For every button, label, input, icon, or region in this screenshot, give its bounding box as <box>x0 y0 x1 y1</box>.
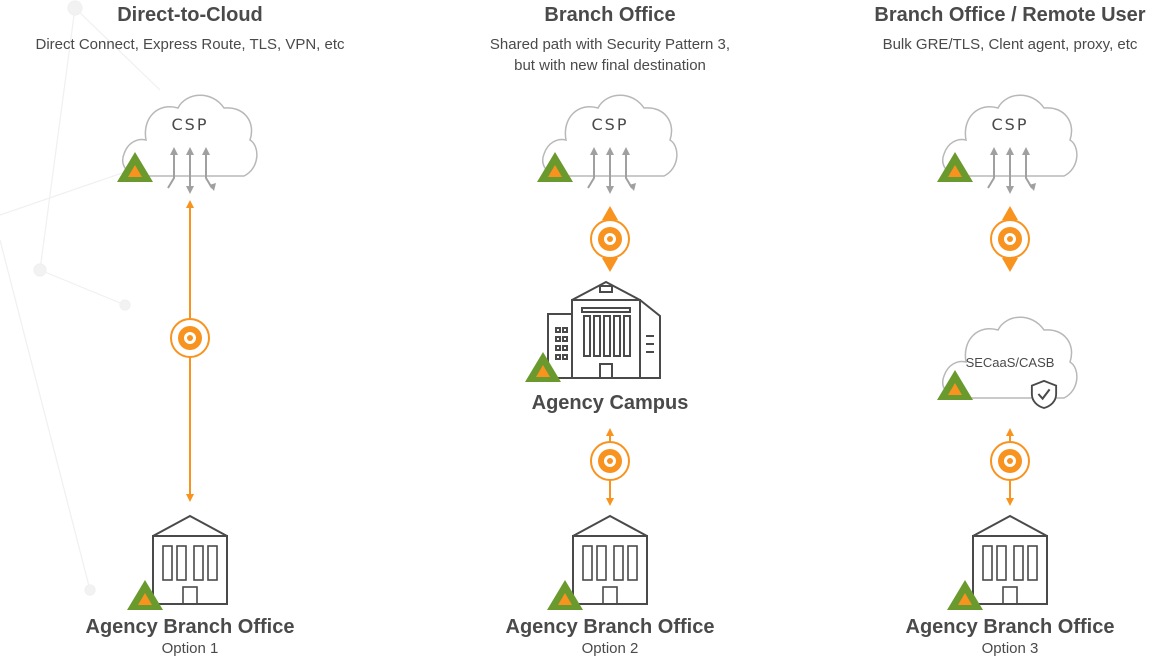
green-warning-marker-icon <box>937 152 973 182</box>
encryption-node-icon <box>590 206 630 272</box>
green-warning-marker-icon <box>525 352 561 382</box>
green-warning-marker-icon <box>937 370 973 400</box>
column-title: Branch Office / Remote User <box>874 4 1146 26</box>
column-subtitle: but with new final destination <box>514 57 706 74</box>
traffic-arrows-icon <box>587 147 636 194</box>
csp-cloud-icon: CSP <box>942 94 1078 194</box>
column-remote-user: CSP SECaaS/CASB <box>937 94 1078 610</box>
encryption-node-icon <box>590 441 630 481</box>
green-warning-marker-icon <box>947 580 983 610</box>
agency-campus-building-icon <box>547 280 661 379</box>
branch-office-building-icon <box>152 515 228 605</box>
agency-campus-label: Agency Campus <box>531 392 689 414</box>
encryption-node-icon <box>990 441 1030 481</box>
cloud-label: CSP <box>592 115 629 134</box>
column-branch-office: CSP <box>525 94 678 610</box>
traffic-arrows-icon <box>987 147 1036 194</box>
security-cloud-icon: SECaaS/CASB <box>942 316 1078 399</box>
column-direct-to-cloud: CSP <box>117 94 258 610</box>
security-cloud-label: SECaaS/CASB <box>966 355 1055 370</box>
green-warning-marker-icon <box>117 152 153 182</box>
cloud-label: CSP <box>992 115 1029 134</box>
encryption-node-icon <box>170 318 210 358</box>
column-subtitle: Bulk GRE/TLS, Clent agent, proxy, etc <box>882 36 1138 53</box>
background-network-decoration <box>0 0 161 596</box>
branch-option-label: Option 1 <box>161 640 219 657</box>
branch-office-building-icon <box>572 515 648 605</box>
cloud-label: CSP <box>172 115 209 134</box>
shield-check-icon <box>1030 379 1058 410</box>
branch-office-label: Agency Branch Office <box>505 616 715 638</box>
column-subtitle: Direct Connect, Express Route, TLS, VPN,… <box>35 36 345 53</box>
csp-cloud-icon: CSP <box>542 94 678 194</box>
column-title: Direct-to-Cloud <box>117 4 263 26</box>
branch-option-label: Option 3 <box>981 640 1039 657</box>
traffic-arrows-icon <box>167 147 216 194</box>
csp-cloud-icon: CSP <box>122 94 258 194</box>
branch-office-label: Agency Branch Office <box>905 616 1115 638</box>
branch-option-label: Option 2 <box>581 640 639 657</box>
branch-office-building-icon <box>972 515 1048 605</box>
green-warning-marker-icon <box>547 580 583 610</box>
green-warning-marker-icon <box>537 152 573 182</box>
column-title: Branch Office <box>544 4 676 26</box>
green-warning-marker-icon <box>127 580 163 610</box>
branch-office-label: Agency Branch Office <box>85 616 295 638</box>
encryption-node-icon <box>990 206 1030 272</box>
column-subtitle: Shared path with Security Pattern 3, <box>489 36 731 53</box>
